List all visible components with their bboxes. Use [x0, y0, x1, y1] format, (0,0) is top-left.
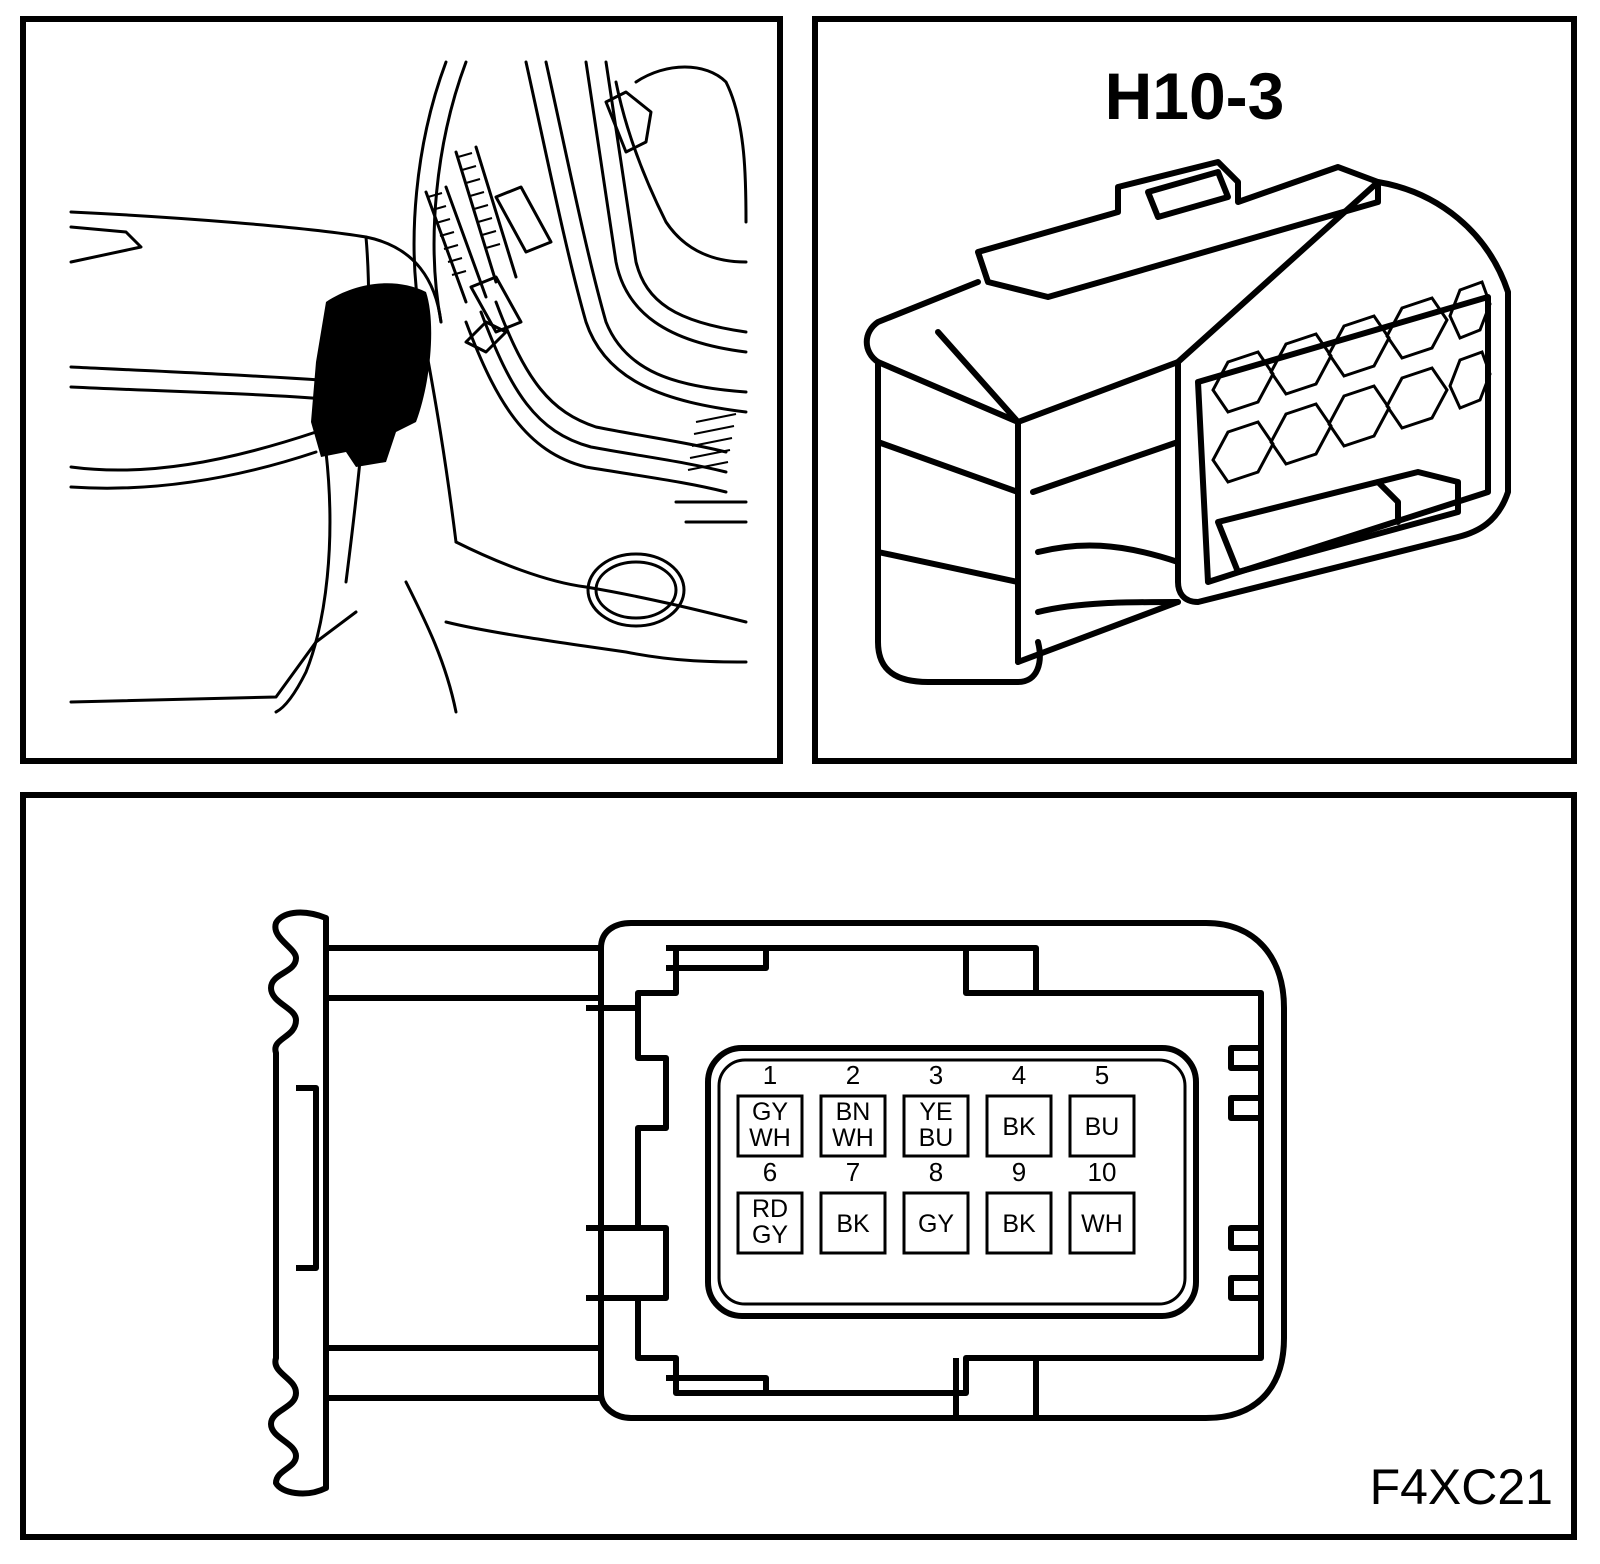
pin-cavity: [819, 1191, 887, 1255]
pin-cavity: [736, 1094, 804, 1158]
wire-color-label: RD: [752, 1195, 788, 1223]
pin-cavity: [1068, 1094, 1136, 1158]
pin-number: 10: [1088, 1157, 1117, 1187]
wire-color-label: BK: [1002, 1113, 1036, 1141]
wire-color-label: WH: [832, 1124, 874, 1152]
pin-7: 7BK: [819, 1157, 887, 1255]
pin-cavity: [1068, 1191, 1136, 1255]
wire-color-label: BN: [836, 1098, 871, 1126]
wire-color-label: BK: [836, 1210, 870, 1238]
pin-number: 7: [846, 1157, 860, 1187]
pin-cavity: [902, 1191, 970, 1255]
wire-color-label: GY: [752, 1098, 788, 1126]
pin-cavity: [819, 1094, 887, 1158]
pin-number: 1: [763, 1060, 777, 1090]
wire-color-label: BU: [919, 1124, 954, 1152]
pin-5: 5BU: [1068, 1060, 1136, 1158]
pin-4: 4BK: [985, 1060, 1053, 1158]
wire-color-label: BK: [1002, 1210, 1036, 1238]
pin-number: 4: [1012, 1060, 1026, 1090]
pin-number: 9: [1012, 1157, 1026, 1187]
pin-9: 9BK: [985, 1157, 1053, 1255]
pin-number: 5: [1095, 1060, 1109, 1090]
connector-perspective-drawing: [863, 159, 1511, 685]
wire-color-label: GY: [752, 1221, 788, 1249]
wire-color-label: WH: [749, 1124, 791, 1152]
pin-number: 8: [929, 1157, 943, 1187]
wire-color-label: GY: [918, 1210, 954, 1238]
wire-color-label: YE: [919, 1098, 952, 1126]
vehicle-location-drawing: [69, 60, 748, 714]
connector-3d-panel: H10-3: [812, 16, 1577, 764]
figure-code: F4XC21: [1369, 1459, 1553, 1515]
pin-cavity: [985, 1191, 1053, 1255]
pin-8: 8GY: [902, 1157, 970, 1255]
connector-id: H10-3: [1104, 59, 1285, 133]
pin-number: 2: [846, 1060, 860, 1090]
pin-cavity: [985, 1094, 1053, 1158]
pin-cavity: [736, 1191, 804, 1255]
pin-number: 3: [929, 1060, 943, 1090]
pin-cavity: [902, 1094, 970, 1158]
pin-number: 6: [763, 1157, 777, 1187]
wire-color-label: WH: [1081, 1210, 1123, 1238]
location-view-panel: [20, 16, 783, 764]
wire-color-label: BU: [1085, 1113, 1120, 1141]
